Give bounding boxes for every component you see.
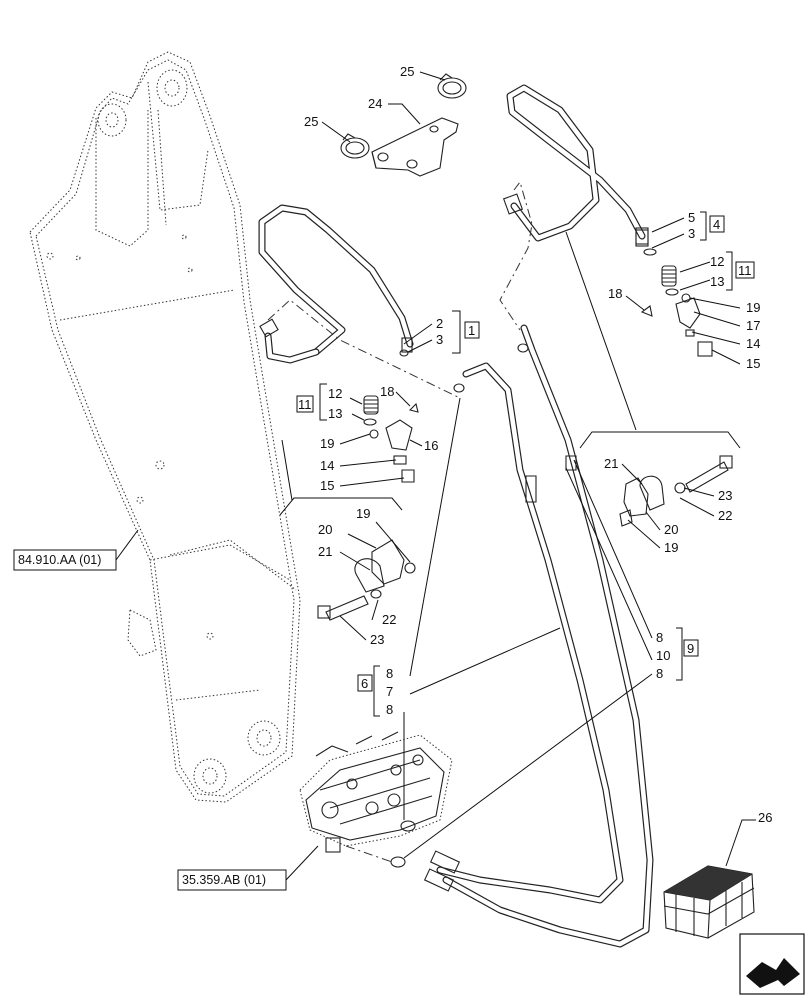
- callout-14-left: 14: [320, 458, 334, 473]
- callout-15-right: 15: [746, 356, 760, 371]
- hose-long-left: [436, 362, 624, 904]
- control-valve: [299, 731, 453, 853]
- shipping-crate-icon: [663, 865, 755, 939]
- group-11-right: 11: [738, 263, 752, 278]
- callout-21-left: 21: [318, 544, 332, 559]
- hose-long-right: [442, 324, 654, 948]
- leader-lines: [115, 71, 756, 881]
- callout-21-right: 21: [604, 456, 618, 471]
- bracket-24: [371, 117, 459, 177]
- callout-16-left: 16: [424, 438, 438, 453]
- valve-reference-box[interactable]: [177, 869, 287, 891]
- group-box-6: [357, 674, 373, 692]
- callout-17-right: 17: [746, 318, 760, 333]
- callout-23-left: 23: [370, 632, 384, 647]
- callout-13-left: 13: [328, 406, 342, 421]
- group-6: 6: [361, 676, 368, 691]
- callout-10: 10: [656, 648, 670, 663]
- clamp-left: [340, 133, 370, 159]
- left-detail-clamp: [317, 539, 416, 621]
- callout-24: 24: [368, 96, 382, 111]
- o-rings: [399, 343, 529, 393]
- group-box-1: [464, 321, 480, 339]
- clamp-top: [437, 73, 467, 99]
- callout-20-left: 20: [318, 522, 332, 537]
- callout-19-right-2: 19: [664, 540, 678, 555]
- callout-3-left: 3: [436, 332, 443, 347]
- hose-fittings-bottom: [390, 820, 461, 892]
- callout-3-right: 3: [688, 226, 695, 241]
- callout-15-left: 15: [320, 478, 334, 493]
- group-9: 9: [687, 641, 694, 656]
- boom-phantom: [29, 51, 301, 803]
- callout-19-left: 19: [320, 436, 334, 451]
- group-4: 4: [713, 217, 720, 232]
- boom-reference-box[interactable]: [13, 549, 117, 571]
- callout-labels: 25 24 25 2 3 1 11 12 13 18 19 16 14 15 1…: [296, 64, 772, 825]
- callout-19-mid: 19: [356, 506, 370, 521]
- callout-22-left: 22: [382, 612, 396, 627]
- callout-2-left: 2: [436, 316, 443, 331]
- callout-12-left: 12: [328, 386, 342, 401]
- center-lines: [267, 180, 533, 863]
- callout-14-right: 14: [746, 336, 760, 351]
- callout-7: 7: [386, 684, 393, 699]
- hose-upper-right: [502, 84, 649, 245]
- callout-12-right: 12: [710, 254, 724, 269]
- callout-19-right: 19: [746, 300, 760, 315]
- group-box-11-right: [735, 261, 755, 279]
- next-page-arrow-icon[interactable]: [739, 933, 805, 995]
- hose-upper-left: [258, 204, 414, 364]
- callout-8-c: 8: [656, 630, 663, 645]
- valve-reference[interactable]: 35.359.AB (01): [182, 873, 266, 887]
- callout-22-right: 22: [718, 508, 732, 523]
- reference-boxes: 84.910.AA (01) 35.359.AB (01): [13, 549, 287, 891]
- callout-13-right: 13: [710, 274, 724, 289]
- group-box-4: [709, 215, 725, 233]
- callout-8-b: 8: [386, 702, 393, 717]
- callout-25-left: 25: [304, 114, 318, 129]
- callout-5-right: 5: [688, 210, 695, 225]
- callout-23-right: 23: [718, 488, 732, 503]
- callout-8-d: 8: [656, 666, 663, 681]
- right-small-parts: [635, 227, 713, 357]
- group-box-11-left: [296, 395, 314, 413]
- callout-18-right: 18: [608, 286, 622, 301]
- group-1: 1: [468, 323, 475, 338]
- callout-18-left: 18: [380, 384, 394, 399]
- callout-26: 26: [758, 810, 772, 825]
- callout-8-a: 8: [386, 666, 393, 681]
- left-small-parts: [363, 395, 419, 483]
- boom-reference[interactable]: 84.910.AA (01): [18, 553, 101, 567]
- right-detail-clamp: [619, 455, 733, 527]
- group-box-9: [683, 639, 699, 657]
- callout-20-right: 20: [664, 522, 678, 537]
- callout-25-top: 25: [400, 64, 414, 79]
- group-11-left: 11: [298, 397, 312, 412]
